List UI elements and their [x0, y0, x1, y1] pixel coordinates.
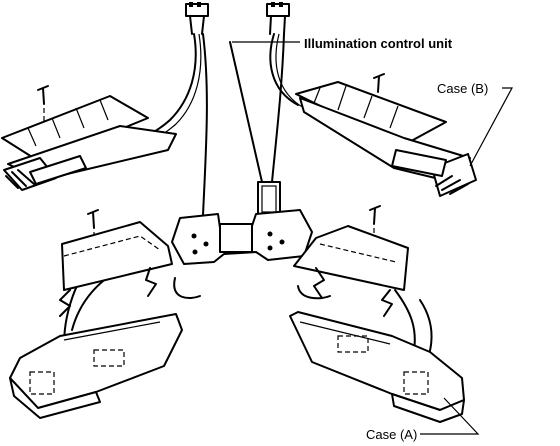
illumination-control-unit-label: Illumination control unit — [304, 36, 453, 51]
case-a-label: Case (A) — [366, 427, 418, 442]
center-bracket — [171, 209, 313, 265]
wire-harness — [63, 33, 433, 373]
illumination-control-unit — [257, 181, 281, 217]
case-b-label: Case (B) — [437, 81, 489, 96]
leader-lines — [232, 41, 514, 435]
right-connector — [266, 2, 290, 35]
left-upper-switch — [1, 85, 177, 191]
right-lower-switch — [289, 205, 465, 423]
left-lower-switch — [9, 209, 183, 419]
right-upper-switch — [295, 73, 477, 197]
left-connector — [185, 2, 209, 35]
